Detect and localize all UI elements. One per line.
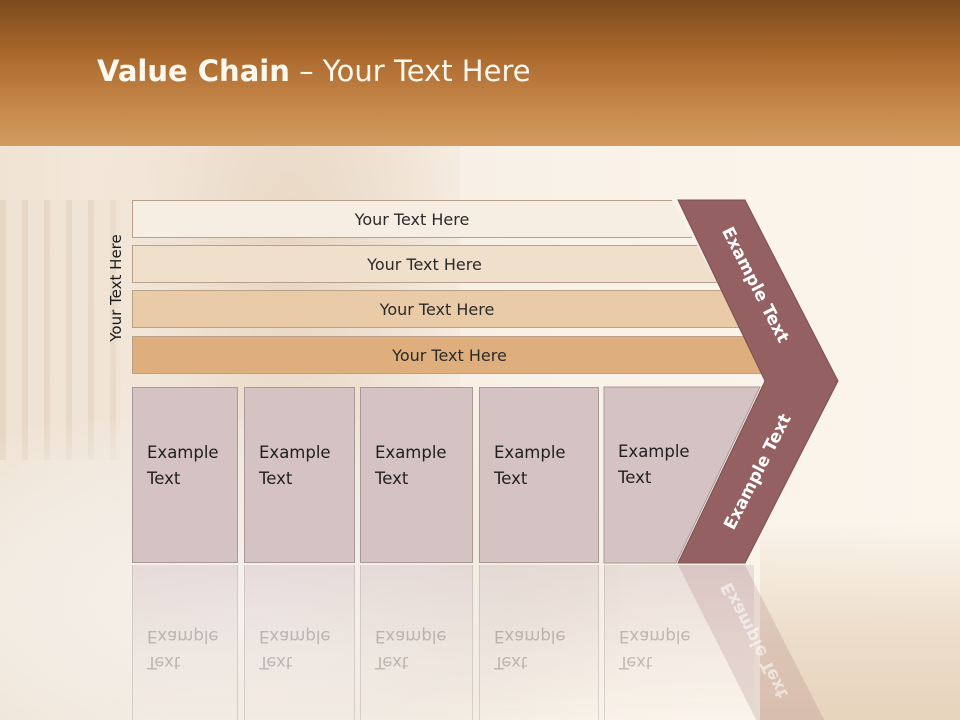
header-band: [0, 0, 960, 146]
column-2-line1: Example: [259, 443, 331, 462]
column-4-line1: Example: [494, 443, 566, 462]
column-5-shape: [603, 386, 761, 564]
bar-4-label: Your Text Here: [392, 345, 507, 365]
bar-1-label: Your Text Here: [354, 209, 470, 229]
title-bold: Value Chain: [97, 54, 290, 88]
column-4-line2: Text: [494, 469, 528, 488]
column-3-line1: Example: [375, 443, 447, 462]
column-5-line1: Example: [618, 442, 690, 461]
bar-2-label: Your Text Here: [367, 254, 482, 274]
chevron-arrow: [677, 199, 839, 564]
column-5-line2: Text: [618, 468, 652, 487]
column-2-line2: Text: [259, 469, 293, 488]
background-desk: [760, 520, 960, 720]
column-3-line2: Text: [375, 469, 409, 488]
slide-title: Value Chain – Your Text Here: [97, 54, 531, 88]
bar-2: Your Text Here: [132, 245, 717, 283]
column-1-line1: Example: [147, 443, 219, 462]
bar-4: Your Text Here: [132, 336, 767, 374]
column-1-line2: Text: [147, 469, 181, 488]
bar-3-label: Your Text Here: [379, 299, 495, 319]
title-rest: – Your Text Here: [289, 54, 531, 88]
bar-3: Your Text Here: [132, 290, 742, 328]
bar-1: Your Text Here: [132, 200, 692, 238]
chevron-reflection: [678, 565, 825, 720]
